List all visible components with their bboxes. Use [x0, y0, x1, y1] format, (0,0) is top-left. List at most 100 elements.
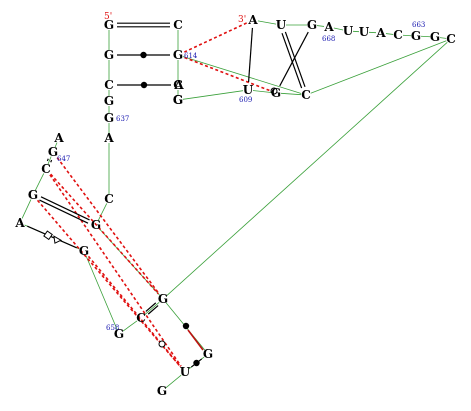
base-pair-canonical: [145, 302, 159, 315]
tertiary-interaction-line: [184, 22, 247, 53]
backbone-segment: [182, 56, 302, 94]
triangle-marker: [53, 235, 62, 244]
backbone-segment: [333, 27, 344, 31]
wobble-marker: [140, 81, 148, 89]
backbone-segment: [144, 301, 160, 316]
tertiary-interaction-layer: [36, 22, 270, 368]
nucleotide-u: U: [359, 25, 370, 39]
nucleotide-g: G: [173, 93, 183, 107]
residue-number-label: 668: [322, 35, 335, 43]
backbone-segment: [97, 203, 108, 221]
base-pair-canonical: [117, 22, 170, 28]
base-pair-canonical: [281, 31, 306, 89]
wobble-marker: [193, 359, 200, 367]
base-pair-wobble-ring: [270, 31, 309, 95]
backbone-segment: [166, 42, 448, 296]
base-pair-single: [247, 27, 254, 83]
nucleotide-c: C: [173, 18, 183, 32]
backbone-segment: [182, 90, 244, 100]
nucleotide-g: G: [104, 111, 114, 125]
nucleotide-a: A: [323, 20, 334, 34]
nucleotide-g: G: [114, 327, 124, 341]
residue-number-label: 609: [239, 96, 252, 104]
nucleotide-u: U: [243, 83, 254, 97]
five-prime-label: 5': [104, 12, 112, 22]
nucleotide-c: C: [136, 311, 146, 325]
nucleotide-g: G: [157, 384, 167, 398]
nucleotide-g: G: [48, 145, 58, 159]
backbone-segment: [385, 33, 394, 35]
backbone-segment: [257, 20, 277, 25]
tertiary-interaction-line: [184, 56, 270, 92]
residue-number-label: 637: [116, 115, 129, 123]
nucleotide-u: U: [276, 18, 287, 32]
nucleotide-g: G: [104, 48, 114, 62]
nucleotide-u: U: [343, 24, 354, 38]
tertiary-interaction-line: [50, 173, 159, 295]
residue-number-label: 663: [412, 21, 425, 29]
nucleotide-g: G: [91, 218, 101, 232]
nucleotide-g: G: [411, 29, 421, 43]
backbone-segment: [54, 142, 58, 148]
nucleotide-g: G: [79, 244, 89, 258]
nucleotide-u: U: [180, 365, 191, 379]
nucleotide-g: G: [104, 94, 114, 108]
backbone-segment: [165, 374, 182, 389]
nucleotide-c: C: [301, 88, 311, 102]
three-prime-label: 3': [238, 15, 246, 25]
base-pair-wobble: [117, 81, 171, 89]
nucleotide-c: C: [41, 162, 51, 176]
nucleotide-g: G: [173, 48, 183, 62]
nucleotide-c: C: [393, 28, 403, 42]
nucleotide-g: G: [271, 86, 281, 100]
nucleotide-g: G: [307, 18, 317, 32]
wobble-marker: [140, 51, 147, 59]
nucleotide-c: C: [446, 32, 456, 46]
pair-ring-marker: [270, 87, 278, 95]
nucleotide-g: G: [173, 93, 183, 107]
square-marker: [43, 230, 53, 241]
residue-number-label: 647: [57, 155, 70, 163]
base-pair-wobble: [190, 358, 203, 368]
label-layer: 5' 3' 637 647 658 614 609 668 663: [57, 12, 425, 332]
base-pair-sugar-hoogsteen: [27, 225, 77, 249]
residue-number-label: 658: [106, 324, 119, 332]
pair-ring-marker: [158, 340, 166, 348]
pair-line-colored: [187, 329, 204, 351]
nucleotide-c: C: [104, 78, 114, 92]
backbone-segment: [316, 25, 325, 27]
tertiary-interaction-line: [56, 157, 160, 294]
backbone-segment: [122, 320, 138, 332]
wobble-marker: [182, 322, 190, 330]
backbone-segment: [21, 199, 32, 219]
residue-number-label: 614: [184, 52, 198, 60]
nucleotide-g: G: [430, 30, 440, 44]
nucleotide-g: G: [28, 188, 38, 202]
nucleotide-g: G: [203, 347, 213, 361]
base-pair-layer: [27, 22, 309, 368]
nucleotide-a: A: [53, 131, 64, 145]
nucleotide-c: C: [104, 192, 114, 206]
base-pair-canonical: [39, 196, 90, 224]
nucleotide-a: A: [375, 26, 386, 40]
tertiary-interaction-line: [87, 255, 182, 368]
nucleotide-c: C: [173, 78, 183, 92]
backbone-segment: [34, 173, 45, 191]
nucleotide-a: A: [14, 216, 25, 230]
backbone-segment: [310, 40, 447, 94]
backbone-segment: [47, 156, 52, 165]
nucleotide-g: G: [104, 18, 114, 32]
backbone-segment: [85, 255, 118, 330]
base-pair-wobble: [117, 51, 170, 59]
backbone-segment: [252, 90, 272, 93]
backbone-layer: [21, 20, 448, 389]
nucleotide-a: A: [247, 13, 258, 27]
backbone-segment: [280, 92, 302, 96]
tertiary-interaction-line: [49, 174, 182, 367]
backbone-segment: [439, 37, 447, 39]
nucleotide-a: A: [173, 78, 184, 92]
base-pair-canonical: [46, 158, 53, 163]
nucleotide-a: A: [103, 131, 114, 145]
